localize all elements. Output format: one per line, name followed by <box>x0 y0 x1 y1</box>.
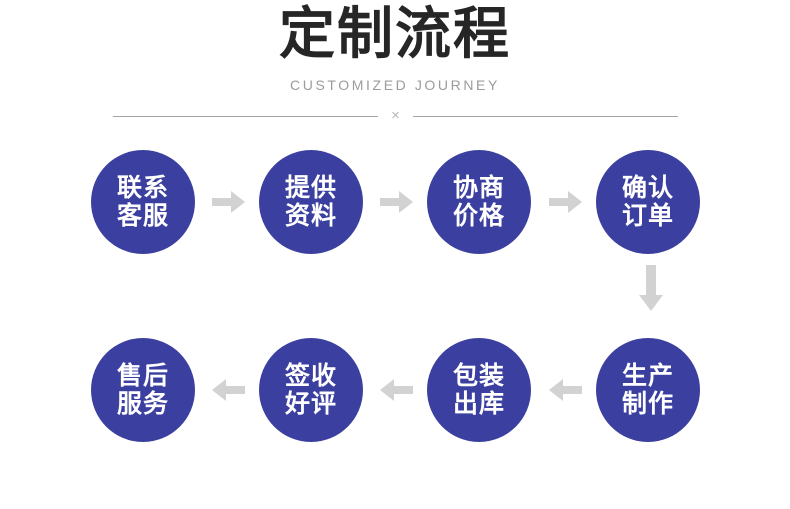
page-title: 定制流程 <box>279 2 511 67</box>
arrow-left-icon <box>549 376 583 404</box>
flow-node-after-sales-service[interactable]: 售后 服务 <box>91 338 195 442</box>
flow-node-negotiate-price[interactable]: 协商 价格 <box>427 150 531 254</box>
flow-diagram: 联系 客服 提供 资料 协商 价格 确认 订单 生产 制作 包装 出库 签收 好… <box>0 125 790 509</box>
arrow-down-icon <box>637 265 665 313</box>
flow-node-packaging-shipping[interactable]: 包装 出库 <box>427 338 531 442</box>
divider-line-left <box>113 116 378 117</box>
arrow-right-icon <box>549 188 583 216</box>
flow-node-label: 包装 出库 <box>452 361 505 418</box>
flow-node-label: 协商 价格 <box>452 173 505 230</box>
arrow-right-icon <box>380 188 414 216</box>
arrow-right-icon <box>212 188 246 216</box>
flow-node-provide-materials[interactable]: 提供 资料 <box>259 150 363 254</box>
flow-node-label: 售后 服务 <box>116 361 169 418</box>
flow-node-label: 提供 资料 <box>284 173 337 230</box>
flow-node-label: 联系 客服 <box>116 173 169 230</box>
page-subtitle: CUSTOMIZED JOURNEY <box>290 77 500 93</box>
flow-node-contact-service[interactable]: 联系 客服 <box>91 150 195 254</box>
arrow-left-icon <box>380 376 414 404</box>
flow-node-label: 确认 订单 <box>621 173 674 230</box>
flow-node-production[interactable]: 生产 制作 <box>596 338 700 442</box>
header: 定制流程 CUSTOMIZED JOURNEY × <box>0 0 790 125</box>
flow-node-confirm-order[interactable]: 确认 订单 <box>596 150 700 254</box>
divider: × <box>113 107 678 124</box>
flow-node-receipt-review[interactable]: 签收 好评 <box>259 338 363 442</box>
flow-node-label: 生产 制作 <box>621 361 674 418</box>
flow-node-label: 签收 好评 <box>284 361 337 418</box>
divider-x-mark: × <box>391 107 400 124</box>
arrow-left-icon <box>212 376 246 404</box>
divider-line-right <box>413 116 678 117</box>
